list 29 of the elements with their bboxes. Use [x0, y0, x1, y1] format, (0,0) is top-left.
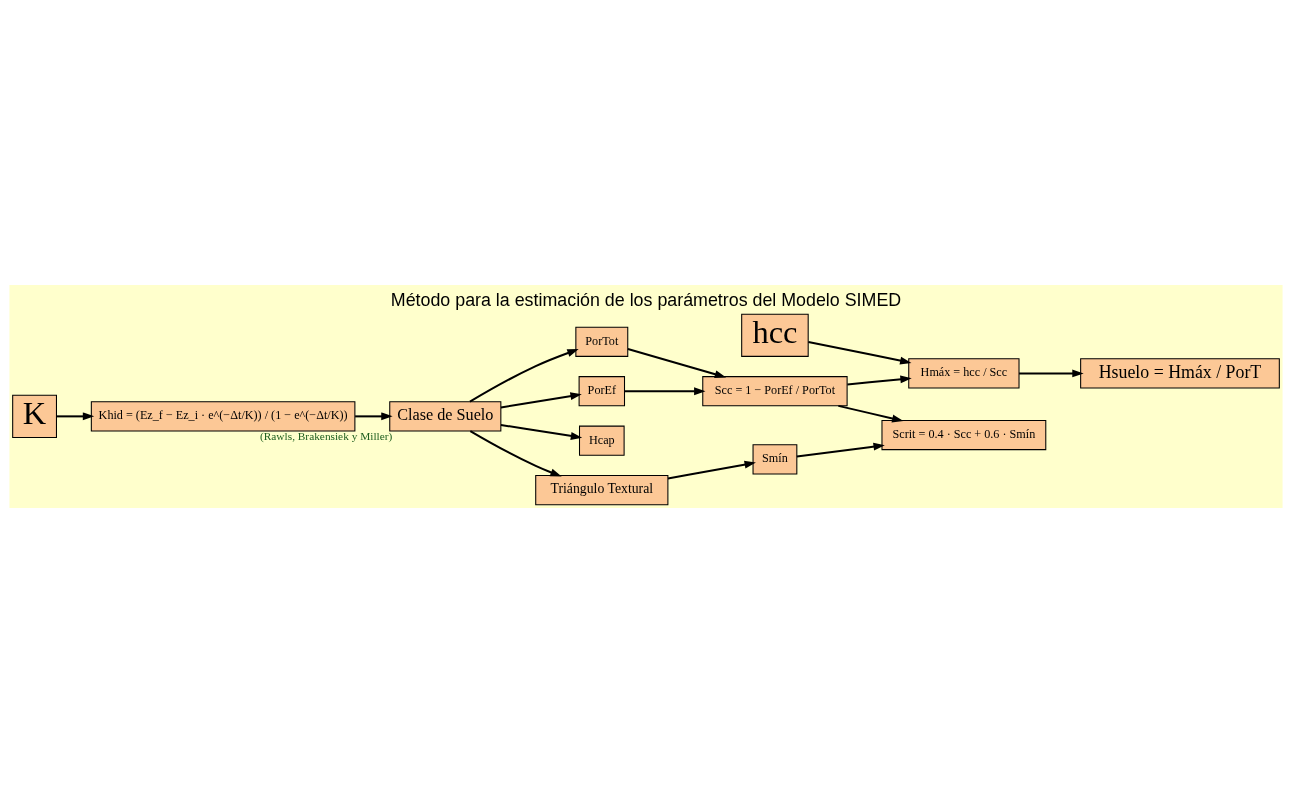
- diagram-title: Método para la estimación de los parámetros del Modelo SIMED: [390, 289, 902, 310]
- node-box: PorTot: [575, 326, 629, 357]
- arrow: [796, 442, 885, 458]
- arrow: [624, 386, 706, 395]
- node-box: Scc = 1 − PorEf / PorTot: [702, 375, 848, 406]
- node-box: PorEf: [578, 375, 626, 406]
- node-box: Smín: [752, 443, 798, 474]
- arrow: [847, 374, 912, 385]
- arrow: [1019, 368, 1084, 377]
- arrow: [667, 460, 756, 479]
- node-box: Hsuelo = Hmáx / PorT: [1080, 357, 1280, 388]
- node-box: hcc: [741, 313, 809, 357]
- arrow: [355, 411, 393, 420]
- arrow: [500, 391, 582, 408]
- arrow: [56, 411, 95, 420]
- arrow: [500, 423, 583, 440]
- arrow: [627, 347, 727, 378]
- node-label: (Rawls, Brakensiek y Miller): [260, 429, 393, 442]
- node-box: K: [12, 394, 57, 438]
- node-box: Triángulo Textural: [535, 474, 669, 505]
- node-box: Khid = (Ez_f − Ez_i · e^(−Δt/K)) / (1 − e^(−Δt/K)): [90, 400, 356, 431]
- node-box: Scrit = 0.4 · Scc + 0.6 · Smín: [881, 419, 1047, 450]
- arrow: [808, 340, 912, 365]
- arrow: [469, 429, 562, 477]
- arrow: [469, 348, 579, 403]
- node-box: Hmáx = hcc / Scc: [908, 357, 1020, 388]
- node-box: Hcap: [579, 425, 625, 456]
- arrow: [838, 404, 904, 422]
- node-box: Clase de Suelo: [389, 400, 502, 431]
